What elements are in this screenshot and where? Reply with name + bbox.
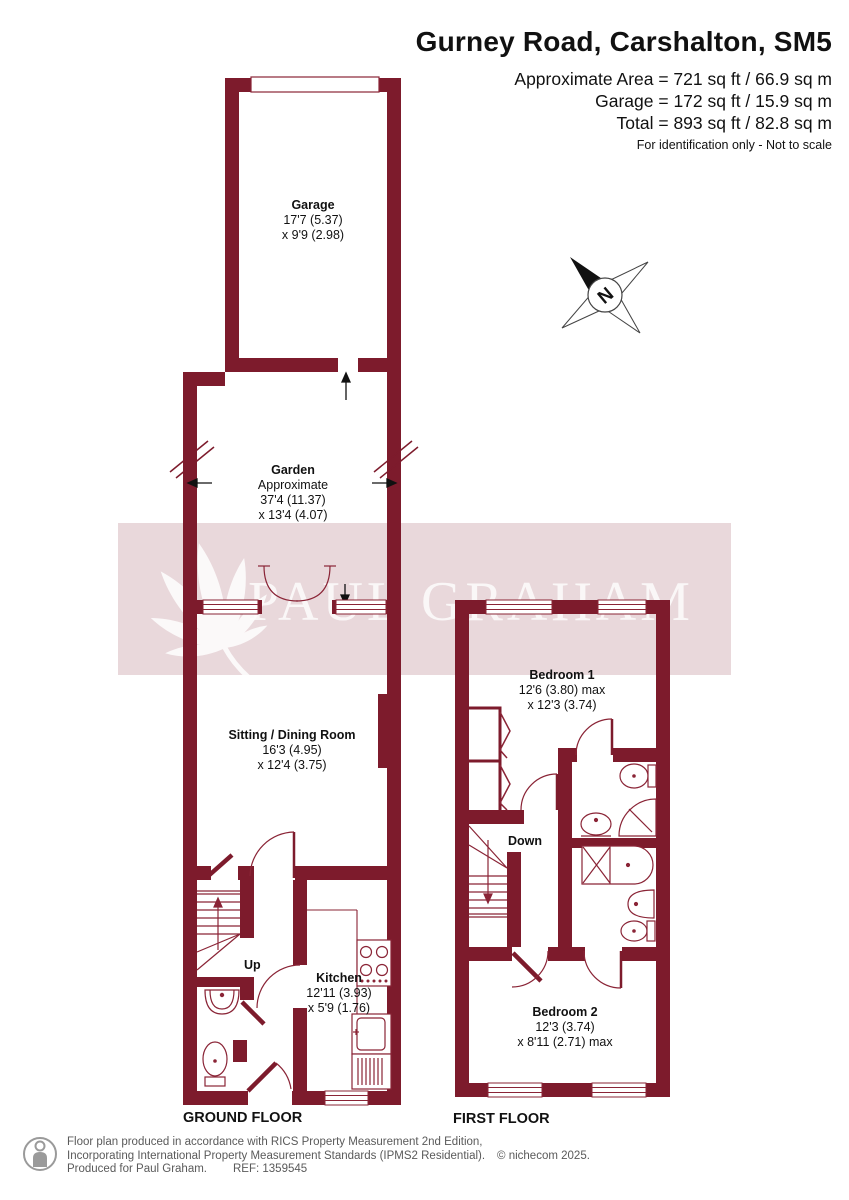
footer: Floor plan produced in accordance with R… xyxy=(22,1136,590,1177)
wc-fixtures xyxy=(202,989,240,1087)
footer-line1: Floor plan produced in accordance with R… xyxy=(67,1136,483,1148)
first-floor-walls xyxy=(455,600,670,1097)
bedroom1-door xyxy=(520,773,559,811)
stairs-down-label: Down xyxy=(508,834,542,848)
garden-wall-break-marks xyxy=(169,440,419,479)
footer-line3: Produced for Paul Graham. xyxy=(67,1163,207,1175)
footer-copyright: © nichecom 2025. xyxy=(497,1149,590,1162)
ground-floor-doors xyxy=(204,831,301,1093)
nichecom-person-icon xyxy=(23,1137,57,1171)
ensuite-door xyxy=(575,718,614,756)
bathroom-fixtures xyxy=(581,845,656,942)
header: Gurney Road, Carshalton, SM5 Approximate… xyxy=(416,26,832,152)
first-floor-windows xyxy=(485,599,647,1098)
room-labels: Garage 17'7 (5.37) x 9'9 (2.98) Garden A… xyxy=(228,198,613,1049)
kitchen-fixtures xyxy=(307,909,392,1090)
garden-label: Garden xyxy=(271,463,315,477)
stairs-up xyxy=(196,890,241,971)
window xyxy=(485,599,553,615)
garage-door xyxy=(250,76,380,93)
window xyxy=(591,1082,647,1098)
bathroom-door xyxy=(583,950,623,989)
window xyxy=(335,599,387,615)
wc-door xyxy=(240,1000,266,1026)
disclaimer-note: For identification only - Not to scale xyxy=(636,138,832,152)
window xyxy=(487,1082,543,1098)
chimney-breast xyxy=(378,694,401,768)
ground-floor-title: GROUND FLOOR xyxy=(183,1110,303,1126)
hob-icon xyxy=(356,939,392,987)
garage-area-line: Garage = 172 sq ft / 15.9 sq m xyxy=(595,91,832,111)
footer-line3-row: Produced for Paul Graham. REF: 1359545 xyxy=(67,1163,590,1177)
bath-icon xyxy=(581,845,654,885)
footer-line2-row: Incorporating International Property Mea… xyxy=(67,1150,590,1164)
bedroom2-dim1: 12'3 (3.74) xyxy=(535,1020,594,1034)
toilet-icon xyxy=(619,763,657,789)
garden-arrows xyxy=(186,371,398,489)
footer-ref: REF: 1359545 xyxy=(233,1163,308,1175)
floor-titles: GROUND FLOOR FIRST FLOOR xyxy=(183,1110,550,1127)
washing-machine-icon xyxy=(351,1053,392,1090)
garden-qualifier: Approximate xyxy=(258,478,328,492)
approximate-area-line: Approximate Area = 721 sq ft / 66.9 sq m xyxy=(514,69,832,89)
stairs-up-label: Up xyxy=(244,958,261,972)
kitchen-sink-icon xyxy=(351,1013,392,1055)
front-door xyxy=(246,1061,292,1093)
kitchen-label: Kitchen xyxy=(316,971,362,985)
french-doors xyxy=(258,565,336,602)
kitchen-door xyxy=(256,964,301,1009)
wardrobes xyxy=(469,706,511,811)
toilet-icon xyxy=(202,1041,228,1087)
bedroom2-door xyxy=(511,950,549,988)
garden-dim2: x 13'4 (4.07) xyxy=(258,508,327,522)
ground-floor-windows xyxy=(202,599,387,1106)
window xyxy=(597,599,647,615)
hall-lobby-door xyxy=(204,853,234,880)
bedroom1-dim2: x 12'3 (3.74) xyxy=(527,698,596,712)
page-title: Gurney Road, Carshalton, SM5 xyxy=(415,26,832,57)
sink-icon xyxy=(204,989,240,1015)
stairs-down xyxy=(468,825,508,918)
sitting-room-door xyxy=(249,831,296,878)
garden-walls xyxy=(183,372,401,614)
garden-dim1: 37'4 (11.37) xyxy=(260,493,325,507)
first-floor-title: FIRST FLOOR xyxy=(453,1111,550,1127)
sink-icon xyxy=(627,889,655,919)
window xyxy=(324,1090,369,1106)
sitting-dining-label: Sitting / Dining Room xyxy=(228,728,355,742)
corner-shower-icon xyxy=(618,798,657,837)
kitchen-dim1: 12'11 (3.93) xyxy=(306,986,371,1000)
ensuite-fixtures xyxy=(580,763,657,837)
sitting-dining-dim1: 16'3 (4.95) xyxy=(262,743,321,757)
sink-icon xyxy=(580,812,612,837)
toilet-icon xyxy=(620,920,656,942)
first-floor-doors xyxy=(511,718,623,989)
kitchen-dim2: x 5'9 (1.76) xyxy=(308,1001,370,1015)
footer-text: Floor plan produced in accordance with R… xyxy=(67,1136,590,1177)
total-area-line: Total = 893 sq ft / 82.8 sq m xyxy=(616,113,832,133)
garage-label: Garage xyxy=(291,198,334,212)
sitting-dining-dim2: x 12'4 (3.75) xyxy=(257,758,326,772)
bedroom2-dim2: x 8'11 (2.71) max xyxy=(517,1035,613,1049)
window xyxy=(202,599,259,615)
footer-line2: Incorporating International Property Mea… xyxy=(67,1149,486,1162)
garage-dim2: x 9'9 (2.98) xyxy=(282,228,344,242)
garage-dim1: 17'7 (5.37) xyxy=(283,213,342,227)
bedroom2-label: Bedroom 2 xyxy=(532,1005,597,1019)
compass-icon: N xyxy=(561,257,649,334)
bedroom1-dim1: 12'6 (3.80) max xyxy=(519,683,606,697)
bedroom1-label: Bedroom 1 xyxy=(529,668,594,682)
